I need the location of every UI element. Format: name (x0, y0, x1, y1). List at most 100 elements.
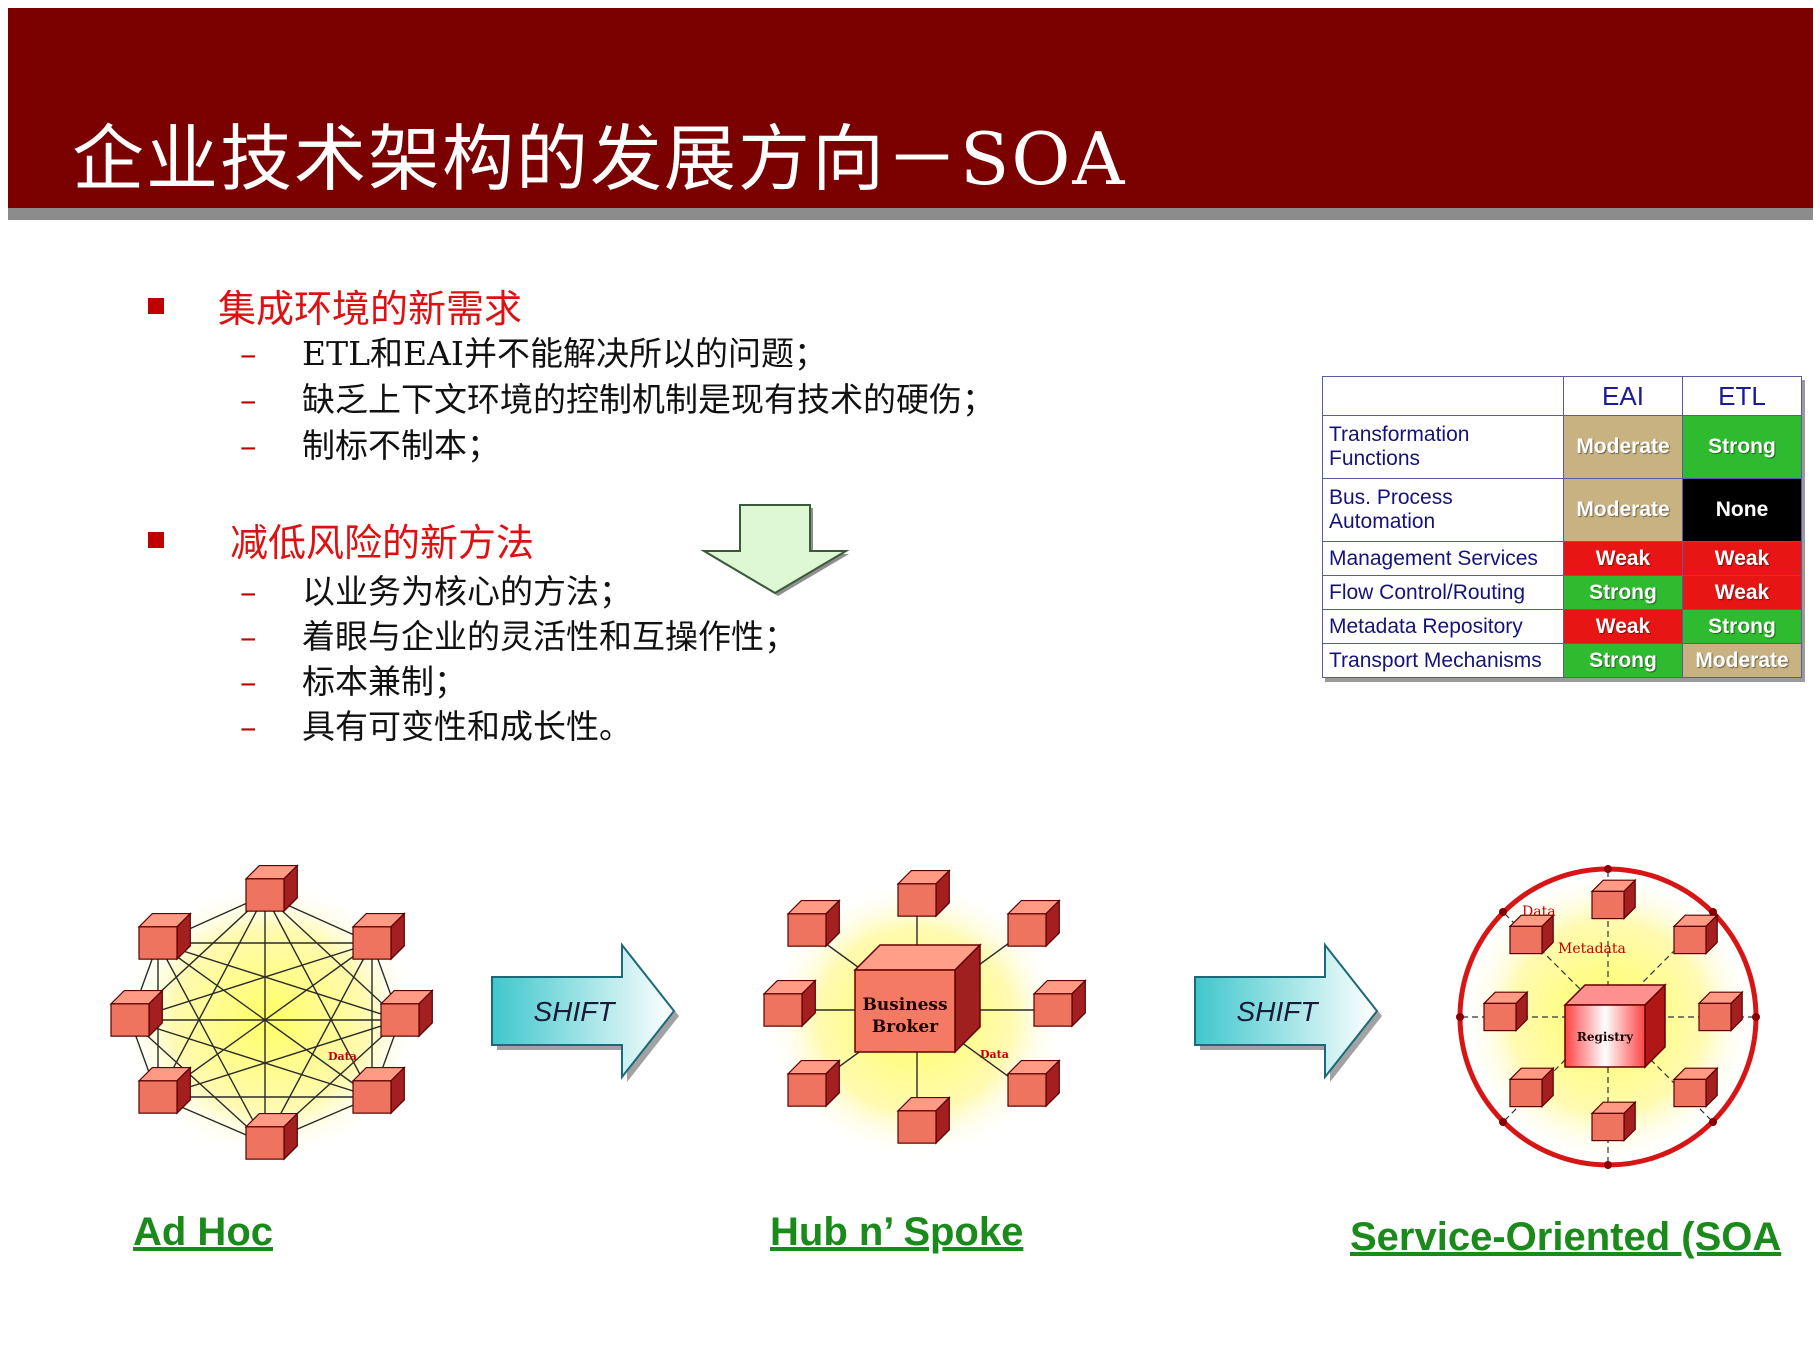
list-item: – ETL和EAI并不能解决所以的问题； (240, 327, 827, 375)
data-node (896, 1096, 951, 1145)
row-label: Flow Control/Routing (1322, 575, 1564, 610)
table-row: Bus. Process Automation Moderate None (1322, 478, 1802, 542)
data-tag: Data (328, 1050, 357, 1063)
column-header-etl: ETL (1682, 376, 1802, 416)
bus-connector (1604, 865, 1612, 873)
bus-connector (1499, 908, 1507, 916)
data-nodes (762, 869, 1087, 1145)
data-node (1697, 990, 1744, 1033)
rating-cell: Weak (1682, 575, 1802, 610)
rating-cell: Moderate (1563, 478, 1683, 542)
registry-box: Registry (1563, 983, 1667, 1069)
table-row: Flow Control/Routing Strong Weak (1322, 575, 1802, 610)
rating-cell: Strong (1563, 643, 1683, 678)
data-node (1482, 990, 1529, 1033)
data-node (244, 1112, 299, 1161)
table-row: Transport Mechanisms Strong Moderate (1322, 643, 1802, 678)
metadata-tag: Metadata (1558, 941, 1626, 957)
data-node (786, 1059, 841, 1108)
rating-cell: Weak (1563, 541, 1683, 576)
data-node (1032, 979, 1087, 1028)
list-item: – 制标不制本； (240, 419, 500, 467)
adhoc-diagram: Data (109, 864, 434, 1161)
data-node (762, 979, 817, 1028)
header-banner (8, 8, 1813, 208)
table-row: Transformation Functions Moderate Strong (1322, 415, 1802, 479)
rating-cell: Strong (1682, 609, 1802, 644)
data-node (1672, 913, 1719, 956)
item-text: 标本兼制； (302, 662, 467, 701)
shift-label: SHIFT (534, 996, 617, 1027)
hub-diagram: Business Broker Data (762, 869, 1087, 1160)
hub-label: Hub n’ Spoke (770, 1210, 1024, 1254)
item-dash: – (240, 572, 257, 611)
section-bullet (148, 532, 164, 548)
shift-arrow: SHIFT (491, 942, 679, 1082)
item-dash: – (240, 334, 257, 373)
data-node (1508, 913, 1555, 956)
broker-label-line1: Business (862, 995, 947, 1015)
data-node (351, 912, 406, 961)
header-divider (8, 208, 1813, 220)
registry-label: Registry (1577, 1030, 1634, 1044)
rating-cell: Moderate (1563, 415, 1683, 479)
list-item: –着眼与企业的灵活性和互操作性； (240, 610, 797, 658)
data-node (379, 989, 434, 1038)
mesh-line (157, 942, 373, 1098)
item-text: 具有可变性和成长性。 (302, 707, 632, 746)
broker-box: Business Broker (853, 943, 982, 1054)
data-nodes (109, 864, 434, 1161)
comparison-table: EAI ETL Transformation Functions Moderat… (1322, 376, 1802, 678)
item-dash: – (240, 617, 257, 656)
mesh-line (157, 1019, 401, 1098)
item-dash: – (240, 662, 257, 701)
page-title: 企业技术架构的发展方向－SOA (72, 117, 1127, 201)
mesh-line (264, 942, 373, 1144)
item-text: 以业务为核心的方法； (302, 572, 632, 611)
bus-connector (1709, 1118, 1717, 1126)
data-node (786, 899, 841, 948)
shift-label: SHIFT (1237, 996, 1320, 1027)
rating-cell: None (1682, 478, 1802, 542)
list-item: –缺乏上下文环境的控制机制是现有技术的硬伤； (240, 373, 995, 421)
row-label: Management Services (1322, 541, 1564, 576)
section-title: 集成环境的新需求 (218, 287, 523, 331)
list-item: – 标本兼制； (240, 655, 467, 703)
shift-arrow: SHIFT (1194, 942, 1382, 1082)
column-header-eai: EAI (1563, 376, 1683, 416)
row-label: Bus. Process Automation (1322, 478, 1564, 542)
data-node (1672, 1066, 1719, 1109)
list-item: – 具有可变性和成长性。 (240, 700, 632, 748)
row-label: Transport Mechanisms (1322, 643, 1564, 678)
data-node (1006, 1059, 1061, 1108)
data-node (1590, 1100, 1637, 1143)
data-node (896, 869, 951, 918)
rating-cell: Strong (1682, 415, 1802, 479)
row-label: Transformation Functions (1322, 415, 1564, 479)
data-tag: Data (980, 1048, 1009, 1061)
data-nodes (1482, 878, 1744, 1143)
mesh-line (157, 894, 266, 1098)
rating-cell: Strong (1563, 575, 1683, 610)
mesh-line (157, 942, 266, 1144)
item-dash: – (240, 707, 257, 746)
bus-connector (1604, 1161, 1612, 1169)
rating-cell: Moderate (1682, 643, 1802, 678)
mesh-line (129, 942, 373, 1021)
broker-label-line2: Broker (872, 1017, 939, 1037)
table-corner (1322, 376, 1564, 416)
data-node (244, 864, 299, 913)
down-arrow-icon (700, 504, 850, 596)
data-node (351, 1066, 406, 1115)
item-dash: – (240, 380, 257, 419)
data-node (137, 912, 192, 961)
mesh-line (264, 894, 373, 1098)
item-dash: – (240, 426, 257, 465)
bus-connector (1499, 1118, 1507, 1126)
bus-connector (1752, 1013, 1760, 1021)
rating-cell: Weak (1682, 541, 1802, 576)
item-text: ETL和EAI并不能解决所以的问题； (302, 334, 827, 373)
item-text: 制标不制本； (302, 426, 500, 465)
data-node (137, 1066, 192, 1115)
bus-connector (1456, 1013, 1464, 1021)
